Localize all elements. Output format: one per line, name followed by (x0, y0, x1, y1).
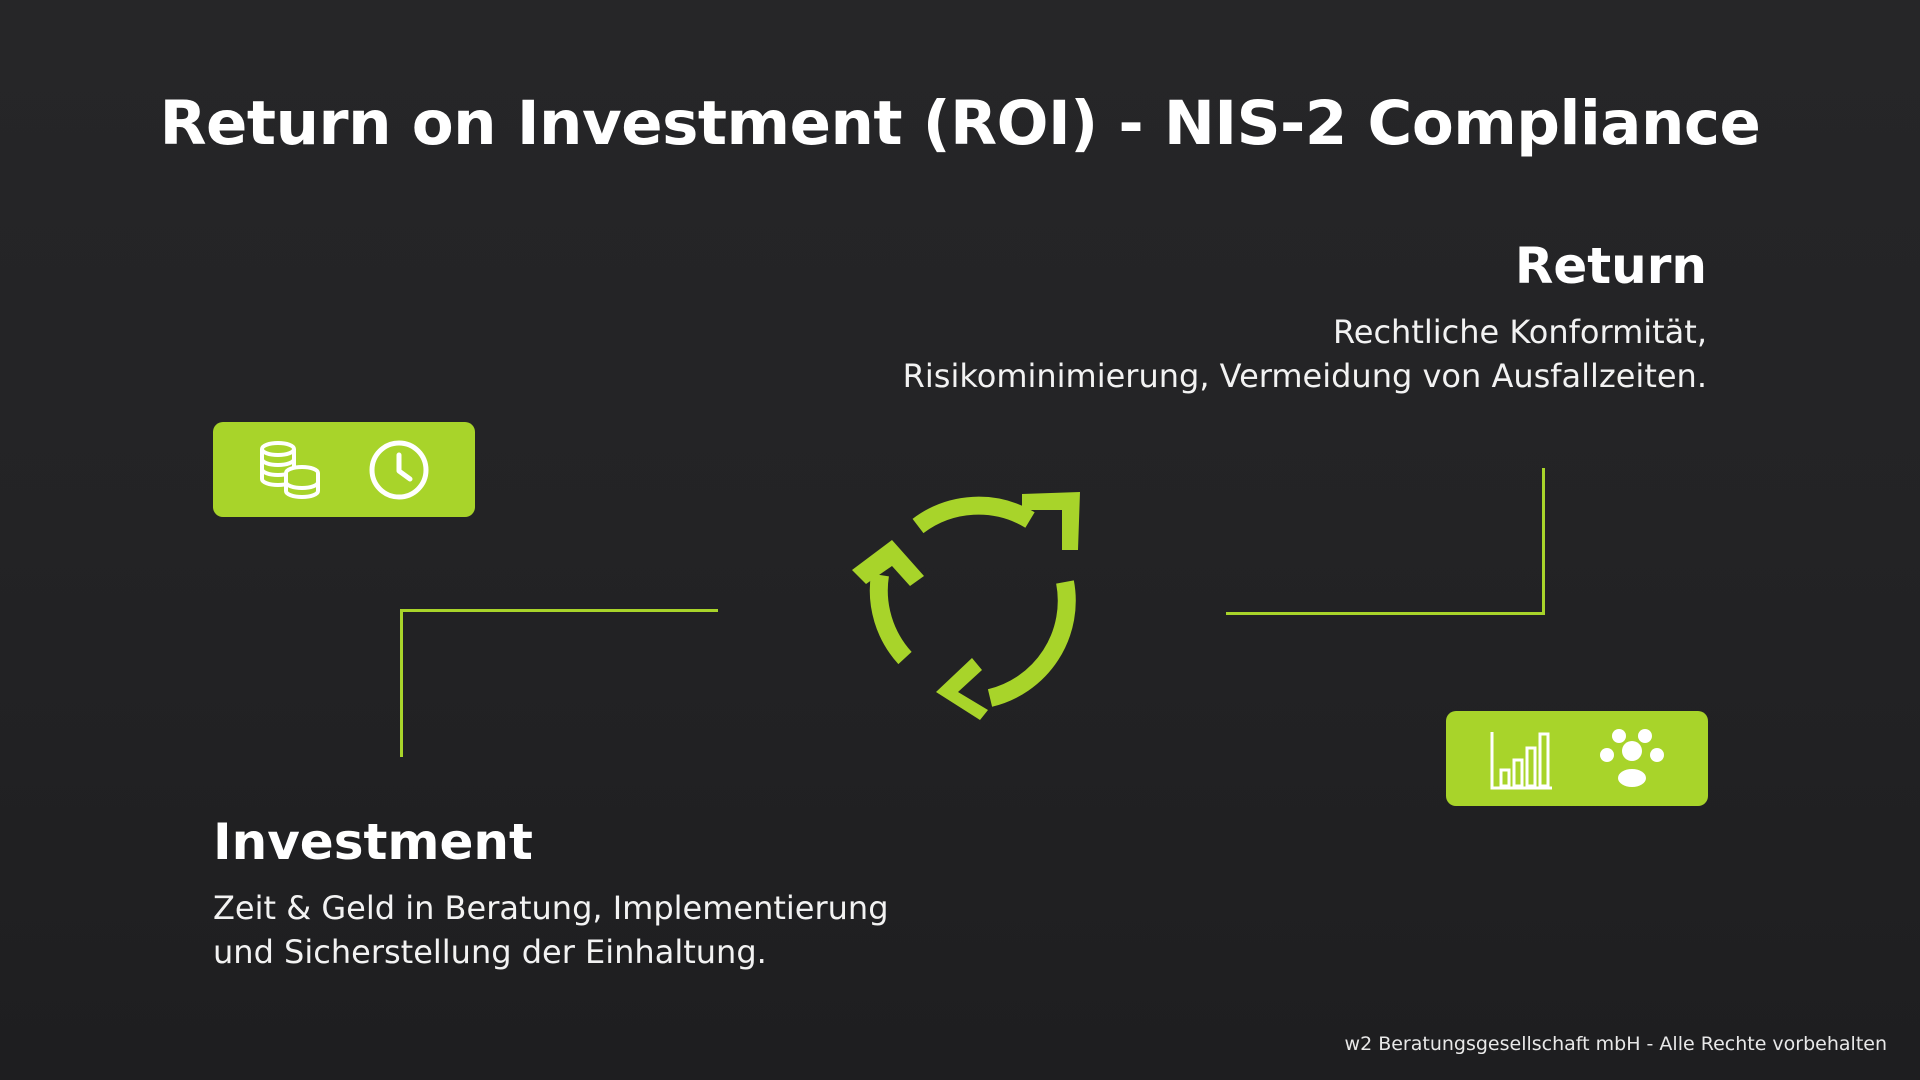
investment-line-1: Zeit & Geld in Beratung, Implementierung (213, 889, 889, 927)
return-bracket-horizontal (1226, 612, 1545, 615)
return-description: Rechtliche Konformität, Risikominimierun… (903, 310, 1707, 398)
return-line-1: Rechtliche Konformität, (1332, 313, 1707, 351)
return-heading: Return (1514, 237, 1707, 295)
clock-icon (369, 440, 429, 499)
return-bracket-vertical (1542, 468, 1545, 615)
return-icon-box (1446, 711, 1708, 806)
return-line-2: Risikominimierung, Vermeidung von Ausfal… (902, 357, 1707, 395)
people-group-icon (1600, 728, 1664, 787)
cycle-arrows-icon (852, 492, 1080, 720)
bar-chart-icon (1490, 731, 1552, 789)
investment-description: Zeit & Geld in Beratung, Implementierung… (213, 886, 889, 974)
coins-icon (260, 440, 320, 499)
investment-line-2: und Sicherstellung der Einhaltung. (213, 933, 767, 971)
investment-bracket-vertical (400, 609, 403, 757)
page-title: Return on Investment (ROI) - NIS-2 Compl… (159, 88, 1761, 159)
investment-bracket-horizontal (400, 609, 718, 612)
footer-copyright: w2 Beratungsgesellschaft mbH - Alle Rech… (1344, 1033, 1887, 1055)
investment-icon-box (213, 422, 475, 517)
investment-heading: Investment (213, 813, 533, 871)
